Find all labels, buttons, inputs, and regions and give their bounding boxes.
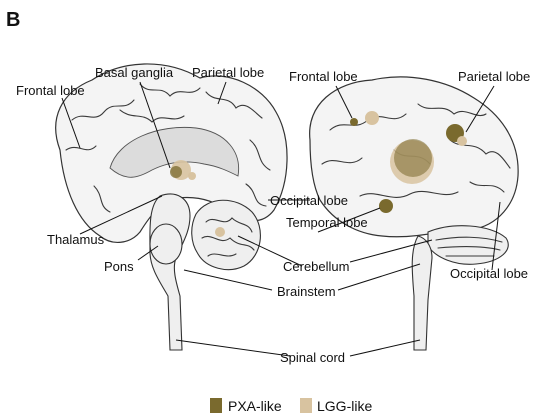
label-spinal-cord: Spinal cord [280,350,345,365]
label-occipital-lobe-center: Occipital lobe [270,193,348,208]
legend-label-pxa: PXA-like [228,398,282,414]
lesion-parietal-lgg [457,136,467,146]
label-cerebellum: Cerebellum [283,259,349,274]
lateral-brain [310,77,518,350]
label-brainstem: Brainstem [277,284,336,299]
label-parietal-lobe-right: Parietal lobe [458,69,530,84]
label-pons: Pons [104,259,134,274]
label-thalamus: Thalamus [47,232,105,247]
legend: PXA-like LGG-like [210,398,372,414]
legend-swatch-pxa [210,398,222,413]
label-frontal-lobe-right: Frontal lobe [289,69,358,84]
legend-label-lgg: LGG-like [317,398,372,414]
lesion-frontal-lgg [365,111,379,125]
panel-letter: B [6,9,20,31]
label-frontal-lobe-left: Frontal lobe [16,83,85,98]
legend-swatch-lgg [300,398,312,413]
label-temporal-lobe: Temporal lobe [286,215,368,230]
lesion-basal-ganglia-pxa [170,166,182,178]
lesion-cerebellum-lgg [215,227,225,237]
sagittal-brain [56,64,287,350]
lesion-frontal-small-pxa [350,118,358,126]
lesion-basal-ganglia-small [188,172,196,180]
lesion-temporal-pxa [379,199,393,213]
sagittal-brainstem [150,194,190,350]
label-parietal-lobe-left: Parietal lobe [192,65,264,80]
label-basal-ganglia: Basal ganglia [95,65,174,80]
lateral-brainstem [412,236,432,350]
lesion-temporal-large-pxa [394,139,432,177]
pons-shape [150,224,182,264]
sagittal-cerebellum [192,200,261,269]
label-occipital-lobe-right: Occipital lobe [450,266,528,281]
